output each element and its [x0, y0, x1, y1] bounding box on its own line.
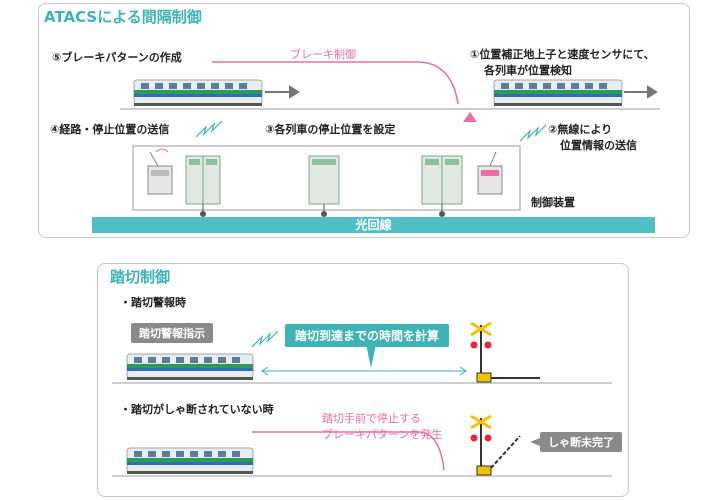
position-marker-icon — [463, 112, 477, 122]
crossing-signal-icon-2 — [470, 414, 492, 476]
step3-label: ③各列車の停止位置を設定 — [265, 123, 396, 136]
calc-callout-pointer — [366, 344, 376, 368]
train-top-left — [133, 79, 263, 106]
direction-arrow-top-left — [265, 85, 300, 99]
step2-label-line2: 位置情報の送信 — [560, 139, 637, 152]
brake-pattern-curve — [212, 61, 459, 105]
case1-label: ・踏切警報時 — [120, 296, 186, 309]
step1-label-line1: ①位置補正地上子と速度センサにて、 — [470, 48, 655, 61]
atacs-title: ATACSによる間隔制御 — [44, 8, 202, 26]
track-top — [120, 108, 660, 110]
brake-control-label: ブレーキ制御 — [290, 48, 356, 61]
crossing-gate-up-2 — [490, 435, 521, 469]
cabinet-left — [185, 155, 221, 205]
calc-time-box: 踏切到達までの時間を計算 — [285, 324, 450, 347]
crossing-title: 踏切制御 — [110, 268, 171, 286]
not-closed-box: しゃ断未完了 — [540, 432, 622, 452]
step4-label: ④経路・停止位置の送信 — [50, 123, 170, 136]
cabinet-center — [308, 155, 340, 205]
direction-arrow-top-right — [624, 85, 658, 99]
control-device-label: 制御装置 — [531, 196, 575, 209]
radio-unit-right — [477, 151, 503, 195]
wireless-icon-left — [195, 120, 223, 138]
warning-instruction-box: 踏切警報指示 — [131, 323, 213, 343]
distance-arrow — [261, 366, 467, 376]
step1-label-line2: 各列車が位置検知 — [484, 64, 572, 77]
cabinet-right — [421, 155, 463, 205]
fiber-line-bar: 光回線 — [92, 217, 655, 233]
wireless-icon-right — [519, 124, 547, 142]
brake-pattern-line1: 踏切手前で停止する — [322, 412, 421, 425]
track-crossing-1 — [112, 382, 612, 384]
train-crossing-1 — [126, 353, 254, 380]
wireless-icon-crossing — [251, 330, 279, 348]
step2-label-line1: ②無線により — [548, 123, 613, 136]
brake-pattern-curve-crossing — [252, 431, 445, 471]
radio-unit-left — [147, 148, 173, 195]
train-top-right — [493, 79, 623, 106]
step5-label: ⑤ブレーキパターンの作成 — [52, 51, 182, 64]
crossing-signal-icon-1 — [470, 321, 492, 383]
train-crossing-2 — [126, 447, 254, 474]
case2-label: ・踏切がしゃ断されていない時 — [120, 403, 274, 416]
track-crossing-2 — [112, 475, 612, 477]
not-closed-pointer — [530, 438, 540, 446]
